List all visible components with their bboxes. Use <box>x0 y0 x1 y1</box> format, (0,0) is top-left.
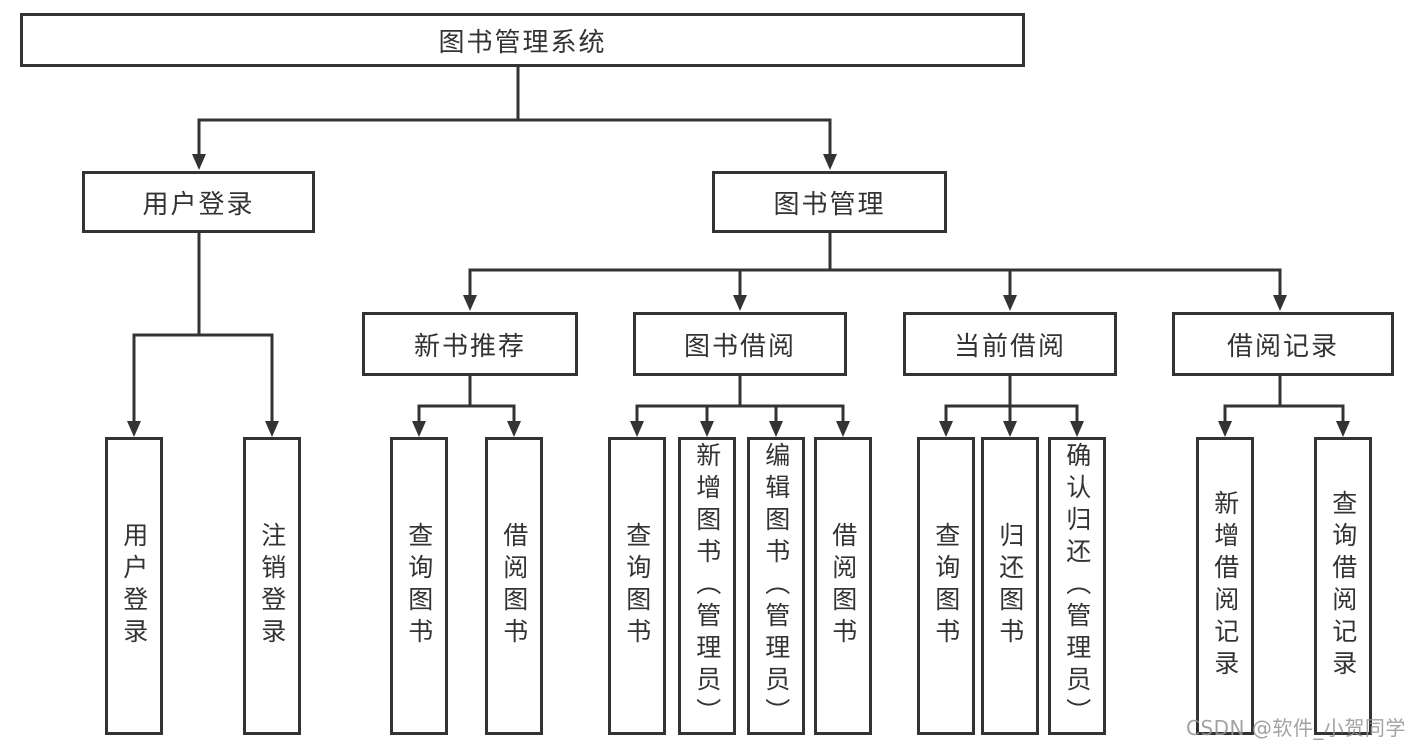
leaf-add-book-admin: 新增图书（管理员） <box>678 437 736 735</box>
connector-borrow-record-group <box>1218 374 1350 437</box>
connector-current-borrow-group <box>939 374 1084 437</box>
node-label: 新书推荐 <box>413 331 526 362</box>
leaf-query-borrow-record: 查询借阅记录 <box>1314 437 1372 735</box>
arrowhead-icon <box>939 421 953 437</box>
node-label: 图书管理 <box>773 189 886 220</box>
node-label: 借阅图书 <box>499 522 529 650</box>
node-label: 当前借阅 <box>953 331 1066 362</box>
node-group-borrowing-records: 借阅记录 <box>1172 312 1394 376</box>
connector-user-login-branch <box>127 231 279 437</box>
arrowhead-icon <box>769 421 783 437</box>
node-group-current-borrowing: 当前借阅 <box>903 312 1117 376</box>
leaf-query-books-borrow: 查询图书 <box>608 437 666 735</box>
leaf-edit-book-admin: 编辑图书（管理员） <box>747 437 805 735</box>
connector-book-management-branch <box>463 231 1287 311</box>
node-label: 借阅记录 <box>1226 331 1339 362</box>
arrowhead-icon <box>823 154 837 170</box>
arrowhead-icon <box>630 421 644 437</box>
leaf-logout-login: 注销登录 <box>243 437 301 735</box>
arrowhead-icon <box>265 421 279 437</box>
arrowhead-icon <box>1070 421 1084 437</box>
node-label: 编辑图书（管理员） <box>761 442 791 730</box>
leaf-query-books-current: 查询图书 <box>917 437 975 735</box>
node-label: 查询借阅记录 <box>1328 490 1358 682</box>
arrowhead-icon <box>507 421 521 437</box>
node-branch-book-management: 图书管理 <box>712 171 947 233</box>
node-label: 图书管理系统 <box>438 27 607 58</box>
node-label: 借阅图书 <box>828 522 858 650</box>
leaf-borrow-books-recommend: 借阅图书 <box>485 437 543 735</box>
leaf-query-books-recommend: 查询图书 <box>390 437 448 735</box>
node-label: 归还图书 <box>995 522 1025 650</box>
node-label: 注销登录 <box>257 522 287 650</box>
arrowhead-icon <box>836 421 850 437</box>
node-label: 新增图书（管理员） <box>692 442 722 730</box>
arrowhead-icon <box>1273 295 1287 311</box>
node-label: 用户登录 <box>119 522 149 650</box>
arrowhead-icon <box>127 421 141 437</box>
node-group-book-borrowing: 图书借阅 <box>633 312 847 376</box>
node-label: 查询图书 <box>622 522 652 650</box>
arrowhead-icon <box>1003 421 1017 437</box>
connector-book-borrow-group <box>630 374 850 437</box>
node-label: 新增借阅记录 <box>1210 490 1240 682</box>
node-label: 查询图书 <box>404 522 434 650</box>
arrowhead-icon <box>1218 421 1232 437</box>
node-label: 确认归还（管理员） <box>1062 442 1092 730</box>
leaf-user-login: 用户登录 <box>105 437 163 735</box>
leaf-borrow-books: 借阅图书 <box>814 437 872 735</box>
node-group-new-book-recommendation: 新书推荐 <box>362 312 578 376</box>
node-branch-user-login: 用户登录 <box>82 171 315 233</box>
connector-new-book-group <box>412 374 521 437</box>
arrowhead-icon <box>412 421 426 437</box>
leaf-return-books: 归还图书 <box>981 437 1039 735</box>
connector-root-to-level2 <box>192 65 837 170</box>
arrowhead-icon <box>192 154 206 170</box>
node-label: 查询图书 <box>931 522 961 650</box>
node-root-library-system: 图书管理系统 <box>20 13 1025 67</box>
node-label: 图书借阅 <box>683 331 796 362</box>
arrowhead-icon <box>463 295 477 311</box>
arrowhead-icon <box>1003 295 1017 311</box>
leaf-confirm-return-admin: 确认归还（管理员） <box>1048 437 1106 735</box>
csdn-watermark: CSDN @软件_小贺同学 <box>1186 716 1405 740</box>
node-label: 用户登录 <box>142 189 255 220</box>
arrowhead-icon <box>733 295 747 311</box>
arrowhead-icon <box>1336 421 1350 437</box>
arrowhead-icon <box>700 421 714 437</box>
leaf-add-borrow-record: 新增借阅记录 <box>1196 437 1254 735</box>
